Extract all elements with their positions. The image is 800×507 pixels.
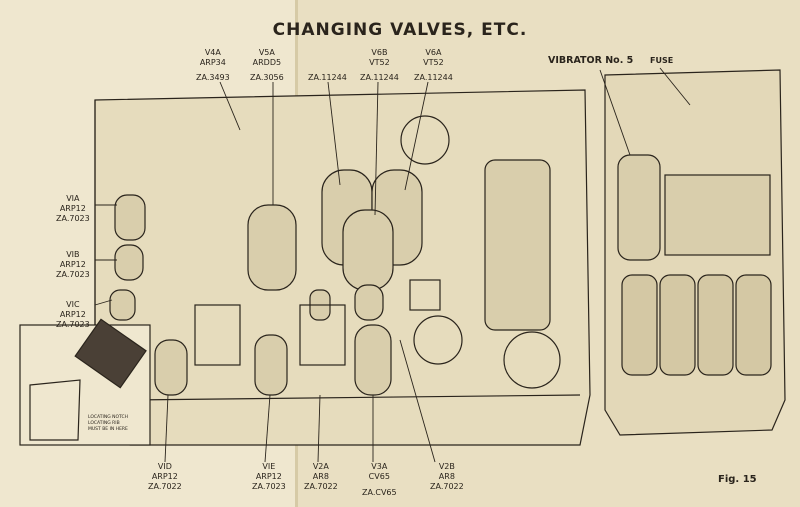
valve-plug bbox=[74, 318, 147, 389]
figure-number: Fig. 15 bbox=[718, 474, 757, 485]
vibrator-coils bbox=[621, 274, 772, 376]
valves bbox=[109, 169, 423, 396]
label-fuse: FUSE bbox=[650, 56, 674, 65]
label-vibrator: VIBRATOR No. 5 bbox=[548, 55, 634, 66]
page-title: CHANGING VALVES, ETC. bbox=[272, 20, 528, 40]
coil-cylinder bbox=[484, 159, 551, 331]
label-za11244: ZA.11244 bbox=[308, 73, 347, 82]
